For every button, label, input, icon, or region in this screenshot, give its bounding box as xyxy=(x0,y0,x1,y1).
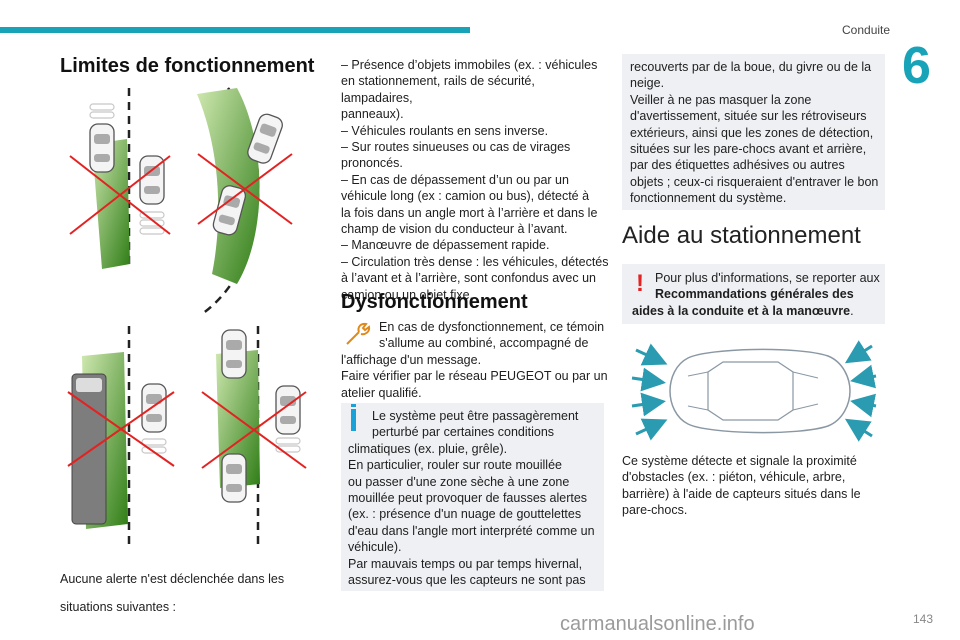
scenario-2 xyxy=(197,87,293,316)
middle-column: – Présence d’objets immobiles (ex. : véh… xyxy=(341,57,609,303)
cont-line: situées sur les pare-chocs avant et arri… xyxy=(630,142,867,157)
watermark: carmanualsonline.info xyxy=(560,613,755,635)
list-line: – Sur routes sinueuses ou cas de virages xyxy=(341,140,571,155)
info-line: En particulier, rouler sur route mouillé… xyxy=(348,458,562,473)
sensor-arrow-rear-right xyxy=(635,418,668,441)
sensor-arrow-front xyxy=(850,393,877,418)
figure-caption: Aucune alerte n'est déclenchée dans les … xyxy=(60,558,284,628)
warn-line: Pour plus d'informations, se reporter au… xyxy=(655,271,880,285)
wrench-warning-icon xyxy=(346,322,371,345)
warning-text: Pour plus d'informations, se reporter au… xyxy=(632,270,882,319)
caption-line: Aucune alerte n'est déclenchée dans les xyxy=(60,571,285,586)
cont-line: fonctionnement du système. xyxy=(630,191,787,206)
cont-line: extérieurs, ainsi que les zones de détec… xyxy=(630,125,874,140)
dysfunction-text: En cas de dysfonctionnement, ce témoin s… xyxy=(341,319,609,401)
list-line: en stationnement, rails de sécurité, lam… xyxy=(341,74,535,105)
cont-line: d'avertissement, située sur les rétrovis… xyxy=(630,109,867,124)
parking-sensors-illustration xyxy=(631,340,877,442)
left-column: Limites de fonctionnement xyxy=(60,55,315,77)
list-line: à l’avant et à l’arrière, sont confondus… xyxy=(341,271,597,286)
sensor-arrow-front xyxy=(850,364,877,389)
info-note: Le système peut être passagèrement pertu… xyxy=(341,403,604,591)
sensor-arrow-rear xyxy=(631,367,666,392)
info-line: assurez-vous que les capteurs ne sont pa… xyxy=(348,573,586,588)
info-line: véhicule). xyxy=(348,540,402,555)
warning-note: ! Pour plus d'informations, se reporter … xyxy=(622,264,885,324)
warn-line-bold: Recommandations générales des xyxy=(655,287,854,302)
list-line: – En cas de dépassement d’un ou par un xyxy=(341,172,569,187)
info-line: ou passer d'une zone sèche à une zone xyxy=(348,474,570,489)
list-line: – Manœuvre de dépassement rapide. xyxy=(341,238,550,253)
section-heading: Limites de fonctionnement xyxy=(60,55,315,77)
info-line: d'eau dans l'angle mort interprété comme… xyxy=(348,523,595,538)
info-line: perturbé par certaines conditions xyxy=(372,425,555,440)
scenario-1 xyxy=(69,88,171,269)
scenario-3 xyxy=(67,326,175,550)
section-title: Conduite xyxy=(842,23,891,37)
list-line: la fois dans un angle mort à l’arrière e… xyxy=(341,205,598,220)
dys-line: En cas de dysfonctionnement, ce témoin xyxy=(379,320,605,334)
warn-line-bold: aides à la conduite et à la manœuvre xyxy=(632,303,851,318)
car-top-view xyxy=(669,348,851,434)
info-line: mouillée peut provoquer de fausses alert… xyxy=(348,491,588,506)
dys-line: s'allume au combiné, accompagné de xyxy=(379,336,589,351)
caption-line: situations suivantes : xyxy=(60,600,177,615)
dys-line: l'affichage d'un message. xyxy=(341,352,482,367)
continued-text: recouverts par de la boue, du givre ou d… xyxy=(630,59,882,207)
cont-line: neige. xyxy=(630,76,665,91)
dysfunction-heading-wrap: Dysfonctionnement xyxy=(341,291,528,313)
scenario-4 xyxy=(201,326,307,550)
info-icon xyxy=(351,404,356,431)
parking-heading: Aide au stationnement xyxy=(622,222,861,249)
dysfunction-heading: Dysfonctionnement xyxy=(341,291,528,313)
info-text: Le système peut être passagèrement pertu… xyxy=(348,408,603,588)
list-line: camion ou un objet fixe. xyxy=(341,287,474,302)
header-accent-bar xyxy=(0,27,470,33)
cont-line: recouverts par de la boue, du givre ou d… xyxy=(630,60,872,74)
desc-line: pare-chocs. xyxy=(622,503,688,518)
page-number: 143 xyxy=(913,612,934,626)
continued-note: recouverts par de la boue, du givre ou d… xyxy=(622,54,885,210)
desc-line: barrière) à l'aide de capteurs situés da… xyxy=(622,486,861,501)
cont-line: Veiller à ne pas masquer la zone xyxy=(630,92,812,107)
blind-spot-scenarios-illustration xyxy=(67,87,307,550)
sensor-arrow-rear xyxy=(631,392,666,417)
parking-heading-wrap: Aide au stationnement xyxy=(622,222,861,249)
desc-line: Ce système détecte et signale la proximi… xyxy=(622,454,857,468)
list-line: prononcés. xyxy=(341,156,403,171)
list-line: – Véhicules roulants en sens inverse. xyxy=(341,123,549,138)
list-line: panneaux). xyxy=(341,107,404,122)
info-line: climatiques (ex. pluie, grêle). xyxy=(348,441,508,456)
parking-description: Ce système détecte et signale la proximi… xyxy=(622,453,885,519)
sensor-arrow-front-left xyxy=(844,340,873,364)
list-line: véhicule long (ex : camion ou bus), déte… xyxy=(341,189,590,204)
warn-line-end: . xyxy=(850,303,854,318)
info-line: Le système peut être passagèrement xyxy=(372,409,579,423)
sensor-arrow-rear-left xyxy=(635,343,668,366)
cont-line: objets ; ceux-ci risqueraient d'entraver… xyxy=(630,174,879,189)
list-line: – Présence d’objets immobiles (ex. : véh… xyxy=(341,58,598,72)
info-line: (ex. : présence d'un nuage de gouttelett… xyxy=(348,507,582,522)
list-line: champ de vision du conducteur à l’avant. xyxy=(341,222,568,237)
cont-line: par des étiquettes adhésives ou autres xyxy=(630,158,845,173)
warning-exclamation-icon: ! xyxy=(636,270,644,297)
dys-line: atelier qualifié. xyxy=(341,385,422,400)
info-line: Par mauvais temps ou par temps hivernal, xyxy=(348,556,583,571)
chapter-number: 6 xyxy=(902,37,931,95)
desc-line: d'obstacles (ex. : piéton, véhicule, arb… xyxy=(622,470,846,485)
list-line: – Circulation très dense : les véhicules… xyxy=(341,254,609,269)
dys-line: Faire vérifier par le réseau PEUGEOT ou … xyxy=(341,369,608,384)
sensor-arrow-front-right xyxy=(844,418,873,442)
